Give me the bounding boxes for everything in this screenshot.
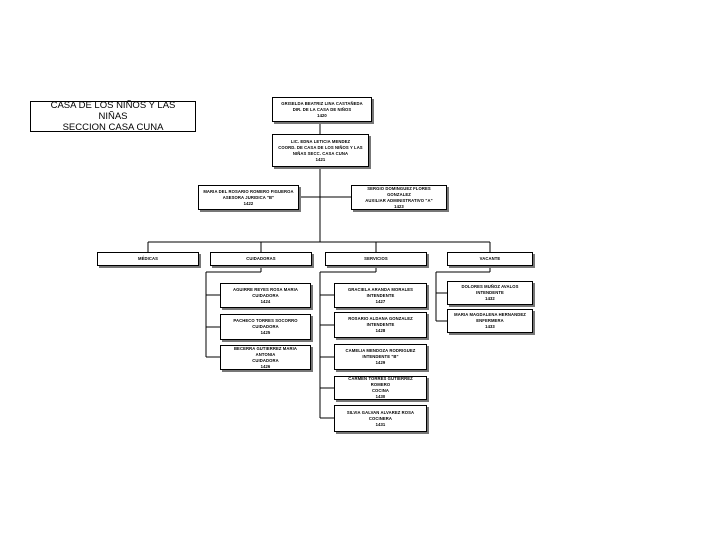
subdirector-name: LIC. EDNA LETICIA MENDEZ bbox=[290, 138, 351, 144]
servicio-2-name: ROSARIO ALDANA GONZALEZ bbox=[348, 316, 413, 321]
vacante-2-role: ENFERMERA bbox=[476, 318, 504, 323]
servicio-4-code: 1430 bbox=[375, 394, 386, 399]
cuidadora-1-role: CUIDADORA bbox=[252, 292, 279, 298]
branch-servicios: SERVICIOS bbox=[325, 252, 427, 266]
title-box: CASA DE LOS NIÑOS Y LAS NIÑAS SECCION CA… bbox=[30, 100, 196, 133]
servicio-3-name: CAMELIA MENDOZA RODRIGUEZ bbox=[345, 348, 416, 353]
servicio-1-code: 1427 bbox=[375, 298, 386, 304]
servicio-5-name: SILVIA GALVAN ALVAREZ ROSA bbox=[346, 409, 415, 415]
title-line-2: SECCION CASA CUNA bbox=[62, 122, 164, 133]
servicio-4-name: CARMEN TORRES GUTIERREZ ROMERO bbox=[348, 376, 413, 387]
cuidadora-2-code: 1425 bbox=[260, 330, 271, 335]
vacante-1-code: 1432 bbox=[485, 296, 495, 301]
staff-left-name: MARIA DEL ROSARIO ROMERO FIGUEROA bbox=[203, 188, 294, 194]
director-name: GRISELDA BEATRIZ LINA CASTAÑEDA bbox=[281, 100, 363, 106]
servicio-3-role: INTENDENTE "B" bbox=[362, 354, 399, 359]
servicio-2-code: 1428 bbox=[375, 328, 386, 333]
servicio-5-code: 1431 bbox=[375, 421, 386, 427]
vacante-1-role: INTENDENTE bbox=[476, 290, 504, 295]
cuidadora-1-code: 1424 bbox=[260, 298, 271, 304]
staff-right-code: 1423 bbox=[394, 203, 404, 209]
branch-medicas: MÉDICAS bbox=[97, 252, 199, 266]
branch-cuidadoras: CUIDADORAS bbox=[210, 252, 312, 266]
servicio-2-role: INTENDENTE bbox=[366, 322, 395, 327]
cuidadora-3-name: BECERRA GUTIERREZ MARIA ANTONIA bbox=[233, 345, 298, 357]
branch-servicios-label: SERVICIOS bbox=[364, 256, 388, 261]
cuidadora-3-code: 1426 bbox=[260, 363, 271, 369]
subdirector-role-2: NIÑAS SECC. CASA CUNA bbox=[292, 150, 349, 156]
branch-cuidadoras-label: CUIDADORAS bbox=[246, 256, 276, 261]
vacante-1-name: DOLORES MUÑOZ AVALOS bbox=[461, 284, 519, 289]
servicio-3-code: 1429 bbox=[375, 360, 386, 365]
branch-medicas-label: MÉDICAS bbox=[137, 256, 158, 261]
director-code: 1420 bbox=[317, 112, 327, 118]
cuidadora-2-role: CUIDADORA bbox=[252, 324, 279, 329]
cuidadora-1-name: AGUIRRE REYES ROSA MARIA bbox=[232, 286, 299, 292]
staff-right-role: AUXILIAR ADMINISTRATIVO "A" bbox=[365, 197, 433, 203]
vacante-2-code: 1433 bbox=[485, 324, 495, 329]
branch-vacante-label: VACANTE bbox=[479, 256, 501, 261]
servicio-1-role: INTENDENTE bbox=[366, 292, 395, 298]
title-line-1: CASA DE LOS NIÑOS Y LAS NIÑAS bbox=[50, 100, 176, 122]
staff-left-code: 1422 bbox=[243, 200, 254, 206]
subdirector-role-1: COORD. DE CASA DE LOS NIÑOS Y LAS bbox=[278, 144, 363, 150]
servicio-5-role: COCINERA bbox=[368, 415, 393, 421]
servicio-4-role: COCINA bbox=[371, 388, 390, 393]
cuidadora-2-name: PACHECO TORRES SOCORRO bbox=[233, 318, 298, 323]
cuidadora-3-role: CUIDADORA bbox=[252, 357, 279, 363]
staff-right-name: SERGIO DOMINGUEZ FLORES GONZALEZ bbox=[367, 185, 431, 197]
branch-vacante: VACANTE bbox=[447, 252, 533, 266]
subdirector-code: 1421 bbox=[315, 156, 326, 162]
staff-left-role: ASESORA JURIDICA "B" bbox=[222, 194, 275, 200]
servicio-1-name: GRACIELA ARANDA MORALES bbox=[347, 286, 414, 292]
vacante-2-name: MARIA MAGDALENA HERNANDEZ bbox=[454, 312, 526, 317]
director-role: DIR. DE LA CASA DE NIÑOS bbox=[292, 106, 352, 112]
